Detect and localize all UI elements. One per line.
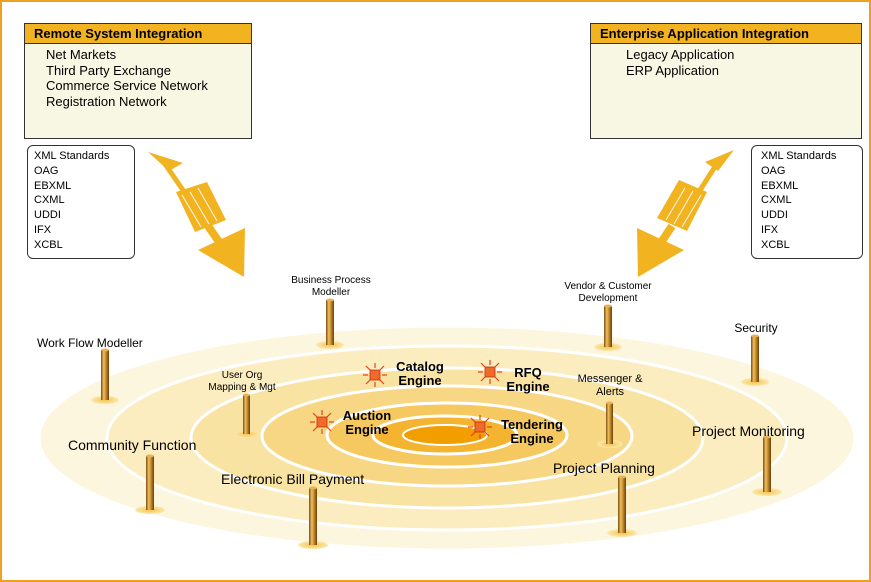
rfq-engine-label: RFQ Engine	[506, 365, 550, 394]
enterprise-app-list: Legacy Application ERP Application	[591, 44, 861, 78]
pole-electronic-bill-payment	[298, 486, 328, 549]
pole-messenger-alerts	[597, 401, 623, 448]
list-item: OAG	[34, 164, 59, 177]
remote-system-integration-box: Remote System Integration Net Markets Th…	[24, 23, 252, 139]
rfq-engine-icon	[478, 360, 502, 384]
enterprise-application-integration-title: Enterprise Application Integration	[591, 24, 861, 44]
auction-engine-label: Auction Engine	[342, 408, 392, 437]
list-item: Third Party Exchange	[46, 62, 172, 78]
enterprise-application-integration-box: Enterprise Application Integration Legac…	[590, 23, 862, 139]
right-bidirectional-arrow	[637, 150, 734, 277]
standards-list: XML Standards OAG EBXML CXML UDDI IFX XC…	[28, 146, 134, 253]
list-item: UDDI	[34, 209, 61, 222]
user-org-mapping-label: User Org Mapping & Mgt	[208, 370, 276, 393]
pole-community-function	[135, 454, 165, 514]
list-item: XML Standards	[761, 150, 837, 162]
tendering-engine-label: Tendering Engine	[501, 417, 563, 446]
xml-standards-box-right: XML Standards OAG EBXML CXML UDDI IFX XC…	[751, 145, 863, 259]
pole-security	[741, 334, 769, 386]
list-item: XCBL	[34, 238, 63, 251]
engine-icons	[310, 360, 502, 439]
list-item: XCBL	[761, 238, 790, 251]
list-item: IFX	[761, 223, 779, 236]
left-bidirectional-arrow	[148, 152, 245, 277]
standards-list: XML Standards OAG EBXML CXML UDDI IFX XC…	[752, 146, 862, 253]
list-item: OAG	[761, 164, 786, 177]
concentric-rings	[37, 324, 857, 552]
community-function-label: Community Function	[68, 437, 197, 453]
remote-system-integration-title: Remote System Integration	[25, 24, 251, 44]
pole-business-process-modeller	[316, 298, 344, 349]
list-item: EBXML	[34, 179, 72, 192]
xml-standards-box-left: XML Standards OAG EBXML CXML UDDI IFX XC…	[27, 145, 135, 259]
security-label: Security	[734, 321, 778, 335]
pole-user-org	[234, 393, 260, 438]
pole-vendor-customer	[594, 304, 622, 351]
vendor-customer-development-label: Vendor & Customer Development	[564, 281, 652, 304]
poles	[91, 298, 782, 549]
list-item: EBXML	[761, 179, 799, 192]
pole-work-flow-modeller	[91, 348, 119, 404]
remote-system-list: Net Markets Third Party Exchange Commerc…	[25, 44, 251, 109]
tendering-engine-icon	[468, 415, 492, 439]
list-item: Commerce Service Network	[46, 78, 208, 93]
catalog-engine-icon	[363, 363, 387, 387]
work-flow-modeller-label: Work Flow Modeller	[37, 336, 143, 350]
list-item: Registration Network	[46, 93, 167, 109]
list-item: ERP Application	[626, 62, 719, 78]
business-process-modeller-label: Business Process Modeller	[291, 275, 371, 298]
ring-center	[402, 424, 488, 446]
list-item: IFX	[34, 223, 52, 236]
list-item: CXML	[761, 194, 792, 207]
messenger-alerts-label: Messenger & Alerts	[577, 373, 643, 398]
electronic-bill-payment-label: Electronic Bill Payment	[221, 471, 365, 487]
catalog-engine-label: Catalog Engine	[396, 359, 444, 388]
list-item: CXML	[34, 194, 65, 207]
list-item: Net Markets	[46, 47, 117, 62]
list-item: Legacy Application	[626, 47, 735, 62]
project-monitoring-label: Project Monitoring	[692, 423, 805, 439]
auction-engine-icon	[310, 410, 334, 434]
project-planning-label: Project Planning	[553, 460, 655, 476]
pole-project-planning	[607, 475, 637, 537]
pole-project-monitoring	[752, 435, 782, 496]
list-item: XML Standards	[34, 150, 110, 162]
list-item: UDDI	[761, 209, 788, 222]
